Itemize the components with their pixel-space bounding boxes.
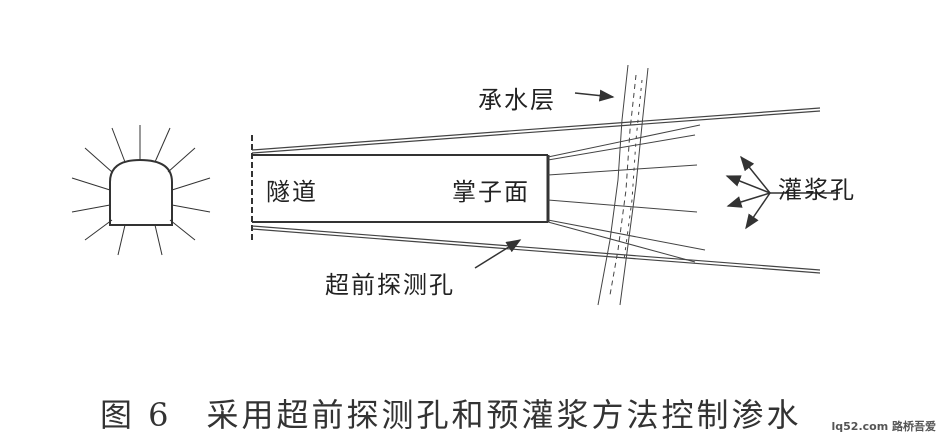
grout-arrows — [725, 155, 840, 230]
probe-hole-label: 超前探测孔 — [325, 271, 455, 299]
figure-caption: 图 6 采用超前探测孔和预灌浆方法控制渗水 — [100, 396, 802, 434]
watermark: lq52.com 路桥吾爱 — [831, 420, 937, 433]
aquifer-pointer-arrow — [574, 89, 615, 102]
probe-holes — [251, 107, 821, 274]
grout-holes — [547, 124, 706, 263]
aquifer-layer — [597, 64, 649, 306]
grout-hole-label: 灌浆孔 — [778, 176, 856, 204]
probe-pointer-arrow — [474, 239, 522, 269]
tunnel-cross-section — [71, 125, 211, 256]
tunnel-label: 隧道 — [266, 178, 318, 206]
aquifer-label: 承水层 — [478, 86, 556, 114]
tunnel-plan — [251, 135, 550, 242]
face-label: 掌子面 — [452, 178, 530, 206]
